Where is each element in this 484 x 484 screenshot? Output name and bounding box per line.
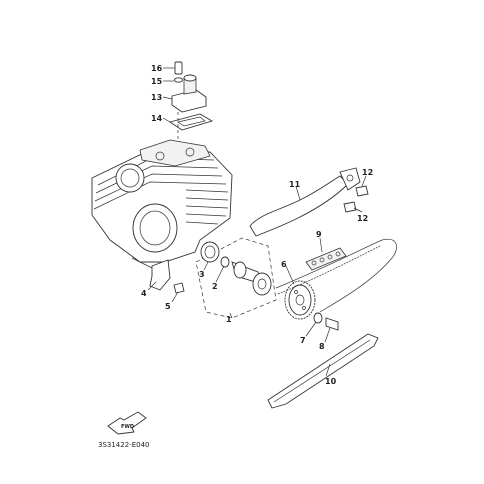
part-6-sprocket — [284, 280, 316, 320]
cylinder-head — [91, 139, 233, 263]
camshaft-group — [195, 237, 277, 319]
part-3-bearing — [200, 241, 220, 263]
diagram-code: 3S31422-E040 — [98, 441, 149, 449]
part-12-bolt-lower — [343, 201, 357, 213]
part-9-cam-chain — [275, 238, 397, 313]
part-5-screw — [173, 282, 185, 294]
part-11-tensioner-arm — [249, 167, 361, 237]
part-4-bracket — [149, 259, 171, 291]
callout-12-upper: 12 — [362, 168, 373, 177]
part-12-bolt-upper — [355, 185, 369, 197]
callout-4: 4 — [141, 289, 147, 298]
fwd-label: FWD — [121, 424, 134, 430]
callout-3: 3 — [199, 270, 205, 279]
callout-14: 14 — [151, 114, 163, 123]
callout-13: 13 — [151, 93, 162, 102]
part-2-o-ring — [220, 256, 230, 268]
part-8-bolt — [325, 317, 339, 331]
callout-11: 11 — [289, 180, 301, 189]
leader-lines — [147, 67, 367, 377]
callout-5: 5 — [165, 302, 171, 311]
callout-16: 16 — [151, 64, 163, 73]
part-16-bolt — [174, 61, 183, 75]
callout-10: 10 — [325, 377, 337, 386]
callout-numbers: 16 15 13 14 4 5 1 2 3 6 7 8 9 10 11 12 1… — [141, 64, 373, 386]
callout-2: 2 — [212, 282, 218, 291]
fwd-arrow-icon: FWD — [107, 411, 147, 435]
callout-12-lower: 12 — [357, 214, 368, 223]
tensioner-cap-assembly — [168, 61, 214, 160]
callout-1: 1 — [226, 315, 232, 324]
callout-15: 15 — [151, 77, 163, 86]
callout-7: 7 — [300, 336, 306, 345]
callout-8: 8 — [319, 342, 325, 351]
callout-6: 6 — [281, 260, 287, 269]
part-15-washer — [174, 77, 183, 83]
part-1-group-outline — [195, 237, 277, 319]
callout-9: 9 — [316, 230, 322, 239]
part-7-washer — [313, 312, 323, 324]
part-14-gasket — [168, 113, 214, 131]
